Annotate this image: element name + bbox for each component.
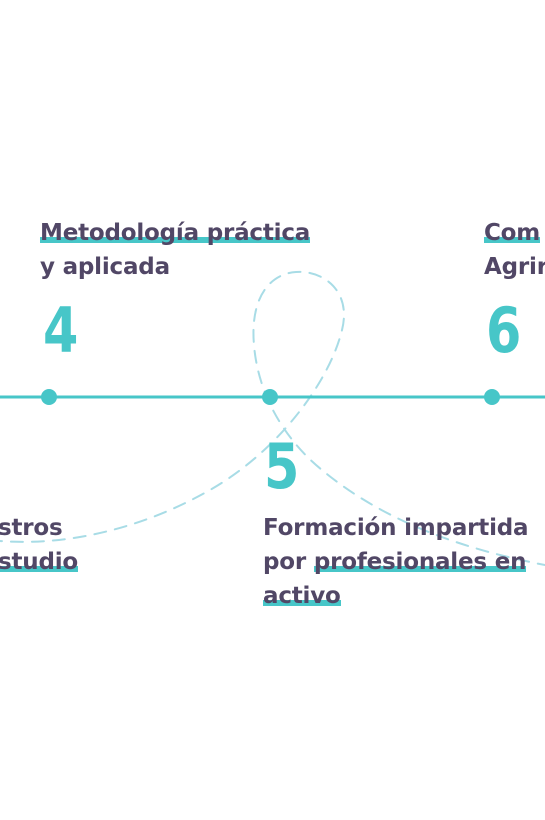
timeline-dot-step-4: [41, 389, 57, 405]
step-5-title-line2-plain: por: [263, 549, 314, 575]
step-6-title: Com Agrir: [484, 216, 545, 284]
step-left-title-line2-underlined: studio: [0, 549, 79, 575]
timeline-dot-step-6: [484, 389, 500, 405]
step-left-title: stros studio: [0, 511, 78, 579]
step-4-title-rest: y aplicada: [40, 254, 170, 280]
step-left-title-line1: stros: [0, 515, 63, 541]
step-5-title-line3-underlined: activo: [263, 583, 341, 609]
step-5-title-line1: Formación impartida: [263, 515, 529, 541]
step-5-title: Formación impartida por profesionales en…: [263, 511, 529, 613]
step-4-title: Metodología práctica y aplicada: [40, 216, 310, 284]
step-4-title-underlined: Metodología práctica: [40, 220, 311, 246]
step-6-title-rest: Agrir: [484, 254, 545, 280]
step-5-title-line2-underlined: profesionales en: [313, 549, 527, 575]
step-6-title-underlined: Com: [484, 220, 541, 246]
dashed-loop-path: [0, 270, 545, 566]
step-4-number: 4: [43, 294, 79, 367]
step-5-number: 5: [264, 430, 300, 503]
step-6-number: 6: [486, 294, 522, 367]
timeline-dot-step-5: [262, 389, 278, 405]
